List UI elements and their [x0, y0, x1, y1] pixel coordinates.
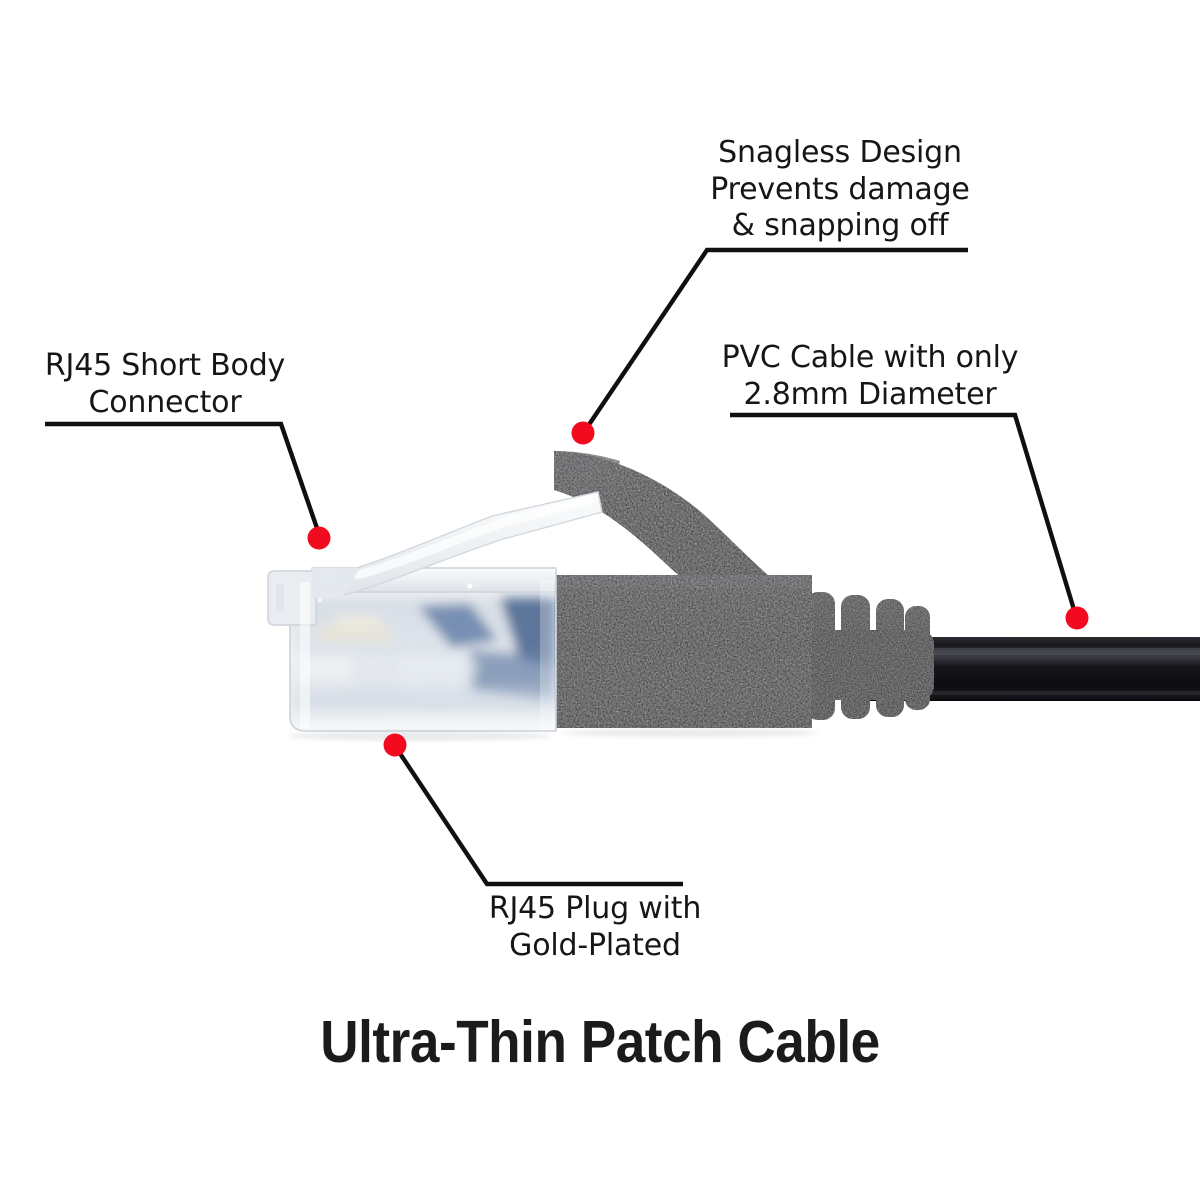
pvc-cable-jacket: [860, 637, 1200, 701]
leader-line-rj45-body: [45, 421, 322, 535]
boot-body: [548, 575, 812, 728]
marker-dots: [307, 421, 1089, 757]
leader-line-rj45-plug: [395, 747, 683, 887]
leader-line-pvc: [730, 412, 1078, 614]
callout-label-pvc-cable: PVC Cable with only 2.8mm Diameter: [721, 340, 1019, 412]
leader-line-snagless: [584, 247, 968, 431]
marker-dot-rj45-body: [307, 526, 331, 550]
marker-dot-pvc: [1065, 606, 1089, 630]
marker-dot-snagless: [571, 421, 595, 445]
product-title: Ultra-Thin Patch Cable: [320, 1009, 880, 1075]
rj45-connector-housing: [267, 567, 557, 732]
callout-label-rj45-plug-gold-plated: RJ45 Plug with Gold-Plated: [488, 891, 702, 963]
callout-label-snagless: Snagless Design Prevents damage & snappi…: [710, 135, 970, 244]
marker-dot-rj45-plug: [383, 733, 407, 757]
latch-tab: [312, 491, 603, 598]
callout-label-rj45-short-body-connector: RJ45 Short Body Connector: [44, 348, 286, 420]
strain-relief-ribs: [800, 592, 934, 720]
